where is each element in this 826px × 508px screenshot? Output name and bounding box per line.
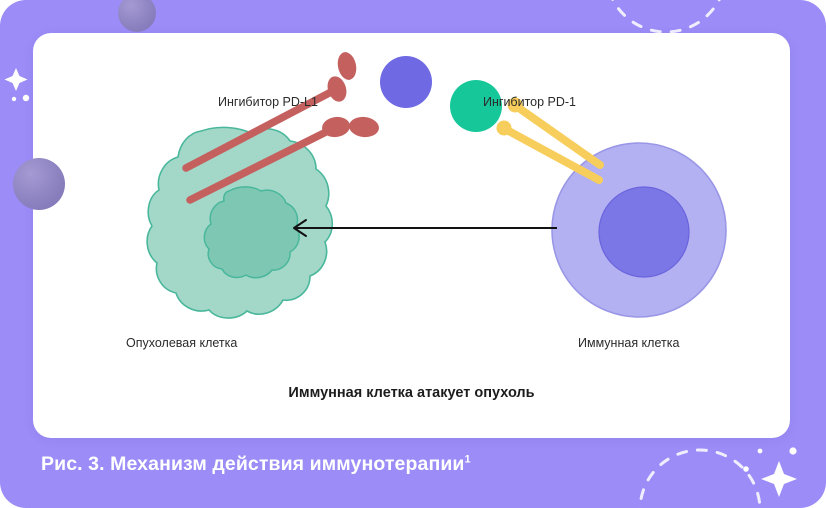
decor-sphere-top (118, 0, 156, 32)
figure-caption-footnote-marker: 1 (464, 453, 471, 466)
dashed-arc-top (611, 0, 721, 34)
pd1-antibody-rod-upper (512, 102, 604, 169)
dashed-arc-bottom (638, 448, 762, 508)
dot-bottom-right-1 (757, 448, 763, 454)
tumor-cell (146, 126, 334, 319)
immune-cell-nucleus (598, 186, 690, 278)
dot-bottom-right-2 (743, 466, 749, 472)
label-tumor-cell: Опухолевая клетка (126, 336, 238, 350)
label-immune-cell: Иммунная клетка (578, 336, 680, 350)
pd1-receptor-circle (450, 80, 502, 132)
pdl1-antibody-rod-upper (182, 87, 337, 172)
label-pd1-inhibitor: Ингибитор PD-1 (483, 95, 577, 109)
pd1-inhibitor-antibodies (450, 80, 604, 184)
pdl1-antibody-bead-lower-inner (322, 116, 350, 138)
tumor-cell-nucleus (203, 186, 300, 279)
pdl1-antibody-bead-lower-outer (349, 116, 379, 138)
figure-caption: Рис. 3. Механизм действия иммунотерапии1 (41, 453, 471, 476)
pdl1-antibody-bead-upper-outer (337, 52, 357, 80)
dot-left-large (22, 94, 30, 102)
immunotherapy-diagram: Ингибитор PD-L1 Ингибитор PD-1 Опухолева… (33, 33, 790, 438)
decor-sphere-left (13, 158, 65, 210)
label-pdl1-inhibitor: Ингибитор PD-L1 (218, 95, 318, 109)
sparkle-bottom-right (761, 461, 797, 497)
pdl1-inhibitor-antibodies (182, 52, 432, 204)
pdl1-antibody-bead-upper-inner (327, 76, 347, 102)
pdl1-antibody-rod-lower (186, 127, 332, 204)
dot-left-small (11, 96, 17, 102)
attack-arrow-head (293, 219, 307, 237)
diagram-graphics (146, 52, 727, 319)
star-left (4, 68, 28, 91)
pd1-antibody-cap-upper (507, 97, 523, 113)
pdl1-receptor-circle (380, 56, 432, 108)
pd1-antibody-cap-lower (496, 120, 512, 136)
diagram-headline: Иммунная клетка атакует опухоль (288, 385, 535, 401)
attack-arrow (293, 219, 557, 237)
dot-bottom-right-3 (789, 447, 797, 455)
pd1-antibody-rod-lower (501, 125, 603, 184)
immune-cell (551, 142, 727, 318)
figure-caption-text: Рис. 3. Механизм действия иммунотерапии (41, 453, 465, 475)
